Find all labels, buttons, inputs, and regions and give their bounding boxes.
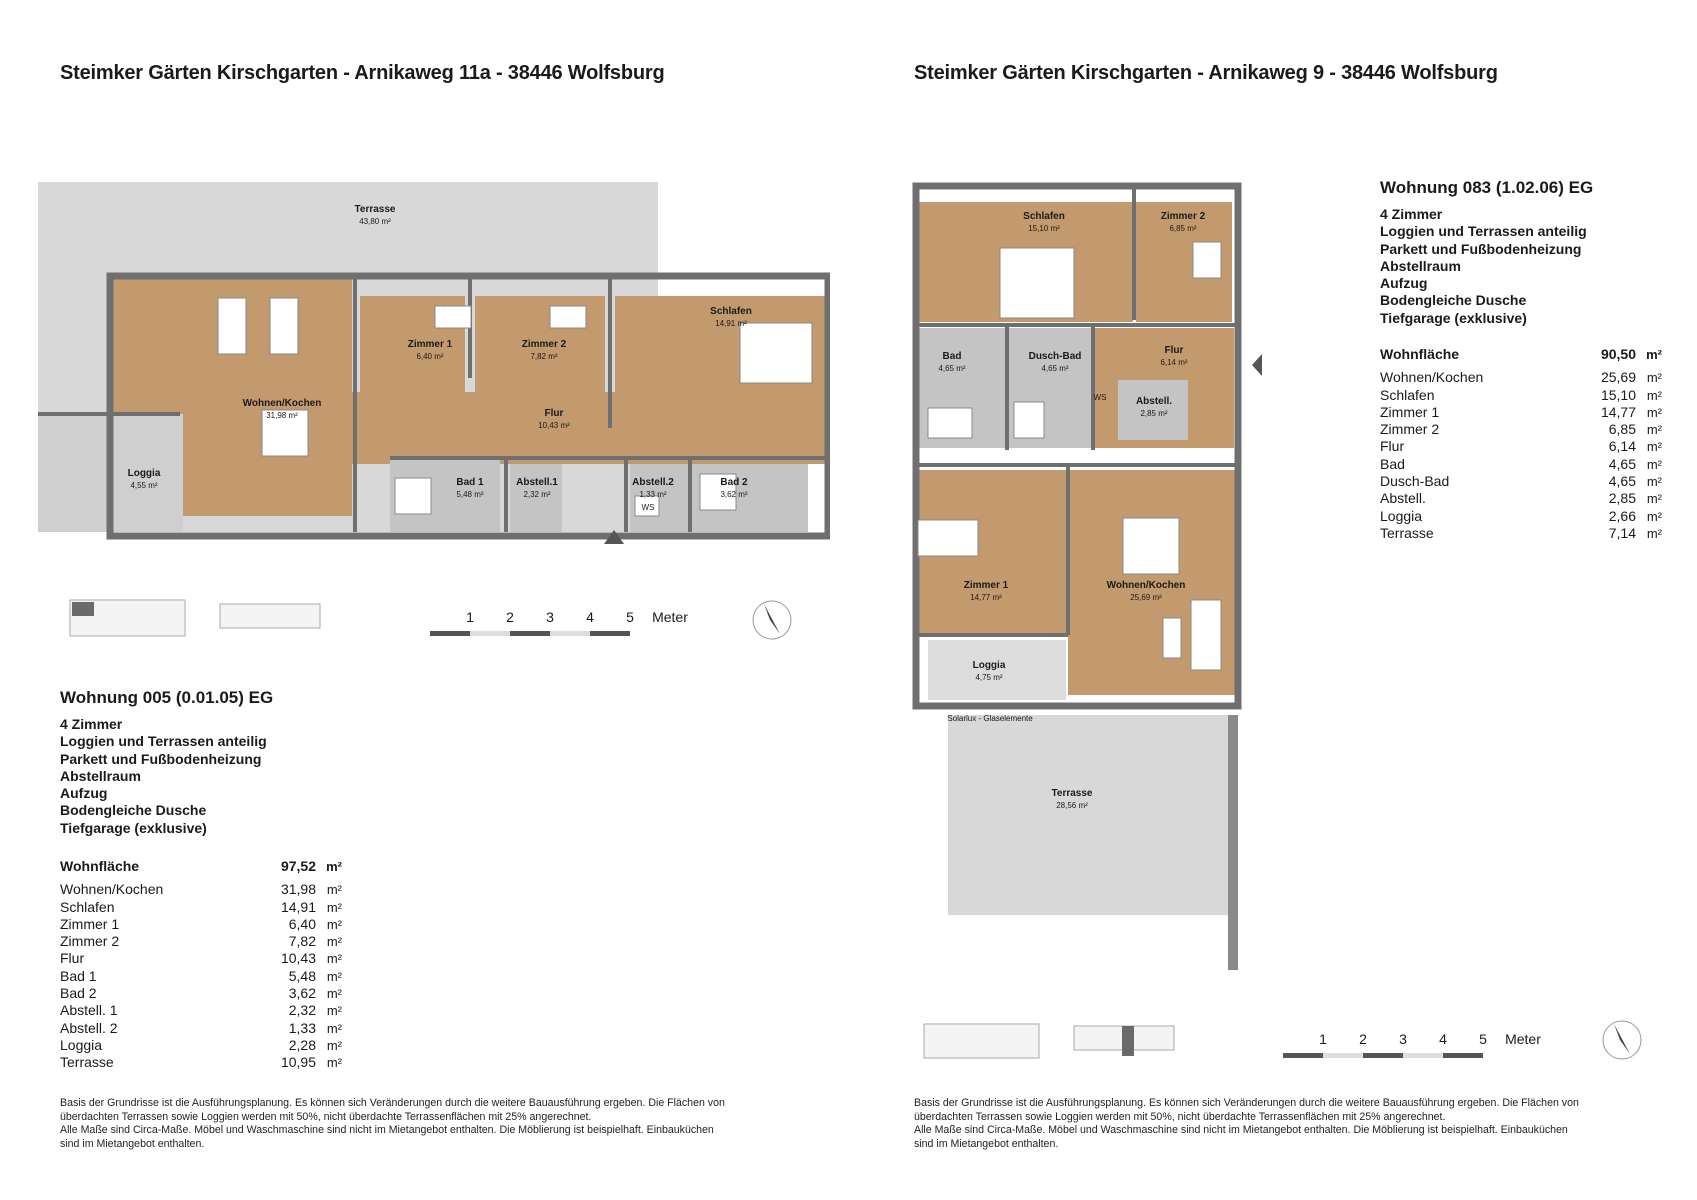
svg-text:Solarlux - Glaselemente: Solarlux - Glaselemente xyxy=(947,714,1033,723)
svg-text:Bad 1: Bad 1 xyxy=(456,477,484,488)
svg-text:3,62 m²: 3,62 m² xyxy=(720,490,747,499)
svg-text:6,14 m²: 6,14 m² xyxy=(1160,358,1187,367)
svg-text:4: 4 xyxy=(1439,1031,1447,1047)
svg-text:Terrasse: Terrasse xyxy=(1052,788,1093,799)
right-site-map xyxy=(923,1023,1175,1059)
svg-text:5: 5 xyxy=(1479,1031,1487,1047)
svg-text:Zimmer 1: Zimmer 1 xyxy=(964,580,1009,591)
svg-text:Abstell.: Abstell. xyxy=(1136,396,1172,407)
svg-text:Dusch-Bad: Dusch-Bad xyxy=(1029,351,1082,362)
svg-text:Wohnen/Kochen: Wohnen/Kochen xyxy=(243,398,322,409)
left-floor-plan: Terrasse 43,80 m² Wohnen/Kochen 31,98 m²… xyxy=(38,182,830,544)
svg-text:Bad 2: Bad 2 xyxy=(720,477,748,488)
svg-text:Wohnen/Kochen: Wohnen/Kochen xyxy=(1107,580,1186,591)
svg-text:Abstell.1: Abstell.1 xyxy=(516,477,558,488)
right-scale-bar: 1 2 3 4 5 Meter xyxy=(1283,1031,1541,1058)
svg-text:6,85 m²: 6,85 m² xyxy=(1169,224,1196,233)
svg-text:25,69 m²: 25,69 m² xyxy=(1130,593,1162,602)
svg-text:43,80 m²: 43,80 m² xyxy=(359,217,391,226)
left-apartment-title: Wohnung 005 (0.01.05) EG xyxy=(60,688,274,707)
left-footnote: Basis der Grundrisse ist die Ausführungs… xyxy=(60,1097,725,1150)
svg-text:4,55 m²: 4,55 m² xyxy=(130,481,157,490)
svg-text:4,75 m²: 4,75 m² xyxy=(975,673,1002,682)
right-footnote: Basis der Grundrisse ist die Ausführungs… xyxy=(914,1097,1579,1150)
svg-text:Loggia: Loggia xyxy=(128,468,161,479)
svg-text:15,10 m²: 15,10 m² xyxy=(1028,224,1060,233)
svg-text:Bad: Bad xyxy=(943,351,962,362)
left-north-arrow-icon xyxy=(752,600,792,640)
svg-text:Abstell.2: Abstell.2 xyxy=(632,477,674,488)
svg-text:Loggia: Loggia xyxy=(973,660,1006,671)
right-room-abstell xyxy=(1118,380,1188,440)
svg-text:3: 3 xyxy=(546,609,554,625)
left-header: Steimker Gärten Kirschgarten - Arnikaweg… xyxy=(60,62,665,84)
svg-text:2: 2 xyxy=(506,609,514,625)
svg-text:2,85 m²: 2,85 m² xyxy=(1140,409,1167,418)
svg-text:WS: WS xyxy=(1094,393,1107,402)
svg-text:14,77 m²: 14,77 m² xyxy=(970,593,1002,602)
left-room-flur xyxy=(352,392,642,464)
right-apartment-title: Wohnung 083 (1.02.06) EG xyxy=(1380,178,1594,197)
right-room-loggia xyxy=(928,640,1066,700)
svg-text:Meter: Meter xyxy=(1505,1031,1541,1047)
right-entrance-arrow-icon xyxy=(1252,354,1262,376)
svg-text:4,65 m²: 4,65 m² xyxy=(938,364,965,373)
svg-text:1,33 m²: 1,33 m² xyxy=(639,490,666,499)
right-terrace-area xyxy=(948,715,1238,915)
svg-text:14,91 m²: 14,91 m² xyxy=(715,319,747,328)
svg-text:Flur: Flur xyxy=(545,408,564,419)
svg-text:2,32 m²: 2,32 m² xyxy=(523,490,550,499)
svg-text:Schlafen: Schlafen xyxy=(710,306,752,317)
svg-text:1: 1 xyxy=(1319,1031,1327,1047)
svg-text:1: 1 xyxy=(466,609,474,625)
svg-text:Zimmer 2: Zimmer 2 xyxy=(522,339,567,350)
svg-text:10,43 m²: 10,43 m² xyxy=(538,421,570,430)
svg-text:Schlafen: Schlafen xyxy=(1023,211,1065,222)
svg-text:5: 5 xyxy=(626,609,634,625)
svg-text:Zimmer 1: Zimmer 1 xyxy=(408,339,453,350)
svg-text:Flur: Flur xyxy=(1165,345,1184,356)
svg-text:4,65 m²: 4,65 m² xyxy=(1041,364,1068,373)
svg-text:28,56 m²: 28,56 m² xyxy=(1056,801,1088,810)
svg-text:7,82 m²: 7,82 m² xyxy=(530,352,557,361)
right-header: Steimker Gärten Kirschgarten - Arnikaweg… xyxy=(914,62,1498,84)
left-room-abstell1 xyxy=(510,464,562,532)
left-label-terrasse: Terrasse xyxy=(355,204,396,215)
svg-text:31,98 m²: 31,98 m² xyxy=(266,411,298,420)
right-floor-plan: Schlafen 15,10 m² Zimmer 2 6,85 m² Bad 4… xyxy=(912,182,1242,970)
svg-text:Zimmer 2: Zimmer 2 xyxy=(1161,211,1206,222)
svg-text:Meter: Meter xyxy=(652,609,688,625)
left-scale-bar: 1 2 3 4 5 Meter xyxy=(430,609,688,636)
svg-text:6,40 m²: 6,40 m² xyxy=(416,352,443,361)
right-north-arrow-icon xyxy=(1602,1020,1642,1060)
svg-text:2: 2 xyxy=(1359,1031,1367,1047)
svg-text:WS: WS xyxy=(642,503,655,512)
svg-text:5,48 m²: 5,48 m² xyxy=(456,490,483,499)
left-site-map xyxy=(69,599,321,637)
left-entrance-arrow-icon xyxy=(604,530,624,544)
svg-text:4: 4 xyxy=(586,609,594,625)
svg-text:3: 3 xyxy=(1399,1031,1407,1047)
